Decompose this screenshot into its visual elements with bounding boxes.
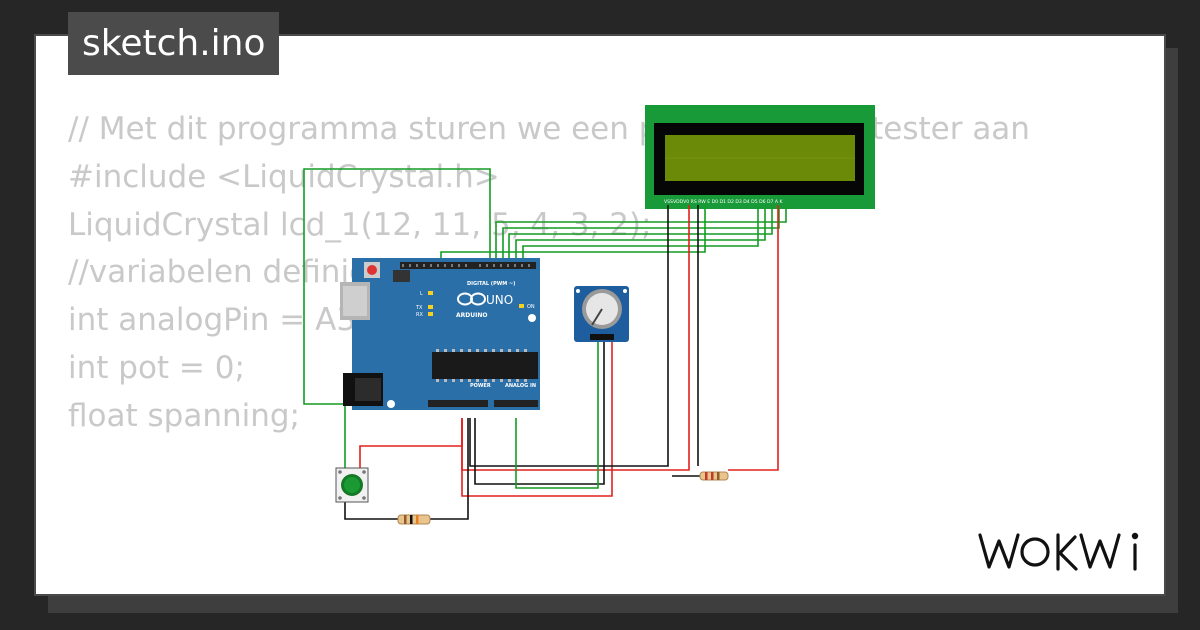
lcd-pin-labels: VSSVDDV0 RS RW E D0 D1 D2 D3 D4 D5 D6 D7… [664, 199, 784, 205]
potentiometer[interactable] [574, 286, 629, 342]
analog-header-label: ANALOG IN [505, 383, 536, 389]
l-led-label: L [420, 291, 423, 297]
board-model-label: UNO [486, 293, 513, 307]
arduino-logo-icon [457, 292, 486, 306]
board-brand-label: ARDUINO [456, 312, 487, 319]
lcd-display[interactable]: VSSVDDV0 RS RW E D0 D1 D2 D3 D4 D5 D6 D7… [645, 105, 875, 209]
file-tab[interactable]: sketch.ino [68, 12, 280, 75]
digital-header-label: DIGITAL (PWM ~) [467, 281, 515, 287]
on-led-label: ON [527, 304, 535, 310]
tx-led-label: TX [415, 305, 423, 311]
arduino-uno-board[interactable]: DIGITAL (PWM ~) L TX RX ON UNO ARDUINO P… [340, 258, 540, 410]
resistor-backlight[interactable] [699, 471, 729, 481]
wokwi-logo [978, 532, 1139, 571]
rx-led-label: RX [416, 312, 423, 318]
power-header-label: POWER [470, 383, 491, 389]
code-line: float spanning; [68, 397, 301, 434]
code-line: #include <LiquidCrystal.h> [68, 158, 500, 195]
wires [303, 168, 787, 520]
code-editor: // Met dit programma sturen we een poten… [68, 106, 1030, 441]
code-line: int pot = 0; [68, 349, 245, 386]
resistor-pulldown[interactable] [397, 514, 431, 525]
push-button[interactable] [335, 467, 369, 503]
